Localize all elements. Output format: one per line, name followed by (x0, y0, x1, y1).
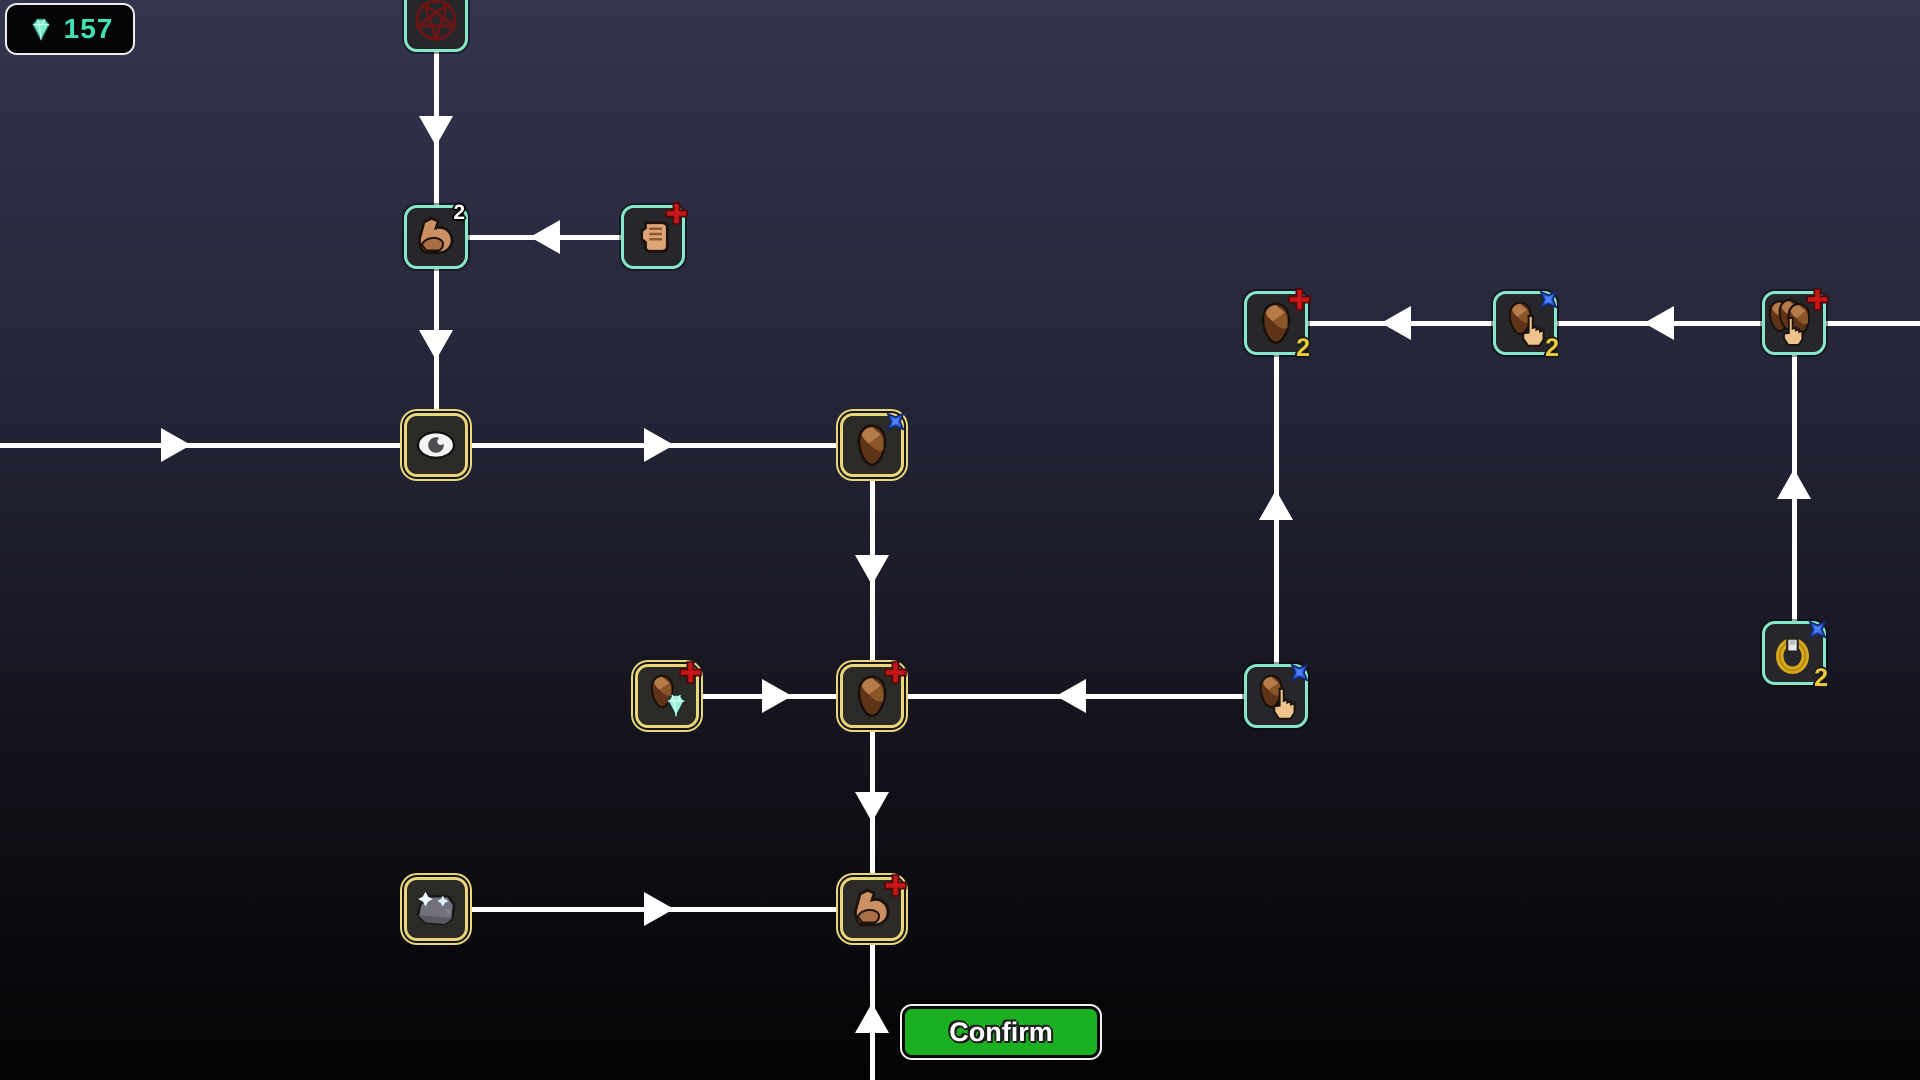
hand-to-hair-add-arrow-left-icon (1056, 679, 1086, 713)
confirm-button[interactable]: Confirm (900, 1004, 1102, 1060)
bicep-add-node[interactable] (840, 874, 907, 941)
hair-icon (848, 421, 896, 469)
hair-stack-icon (1769, 299, 1818, 347)
hair-icon (848, 672, 896, 720)
count-badge: 2 (1545, 334, 1559, 362)
strength-to-eye-arrow-down-icon (419, 330, 453, 360)
offscreen-to-eye-arrow-right-icon (161, 428, 191, 462)
rock-icon (412, 885, 460, 933)
bicep-icon (848, 885, 896, 933)
add-badge-icon (1287, 287, 1312, 312)
offscreen-to-eye-line (0, 442, 403, 448)
hair-hand-icon (1501, 299, 1549, 347)
hand-to-hair-add-2-arrow-up-icon (1259, 490, 1293, 520)
add-badge-icon (1805, 287, 1830, 312)
hair-add-to-bicep-arrow-down-icon (855, 792, 889, 822)
hair-gem-to-hair-add-arrow-right-icon (762, 679, 792, 713)
hair-remove-node[interactable] (840, 412, 905, 477)
remove-badge-icon (883, 409, 908, 434)
stack-to-hand2-arrow-left-icon (1644, 306, 1674, 340)
stack-to-right-edge-line (1823, 320, 1920, 326)
rock-node[interactable] (404, 877, 468, 941)
pentagram-node[interactable] (404, 0, 468, 52)
remove-badge-icon (1805, 617, 1830, 642)
strength-level-2-node[interactable]: 2 (404, 201, 468, 269)
ring-remove-2-node[interactable]: 2 (1762, 620, 1828, 691)
remove-badge-icon (1287, 660, 1312, 685)
eye-icon (412, 421, 460, 469)
currency-amount: 157 (63, 13, 114, 44)
hand2-to-hair-add-2-arrow-left-icon (1381, 306, 1411, 340)
hair-hand-remove-2-node[interactable]: 2 (1493, 290, 1559, 361)
bottom-to-bicep-arrow-up-icon (855, 1003, 889, 1033)
fist-to-strength-arrow-left-icon (530, 220, 560, 254)
count-badge: 2 (453, 201, 465, 224)
eye-node[interactable] (404, 413, 468, 477)
hair-gem-icon (643, 672, 691, 720)
hair-hand-icon (1252, 672, 1300, 720)
rock-to-bicep-arrow-right-icon (644, 892, 674, 926)
remove-badge-icon (1536, 287, 1561, 312)
count-badge: 2 (1296, 334, 1310, 362)
hair-stack-add-node[interactable] (1762, 288, 1829, 355)
hair-hand-remove-node[interactable] (1244, 663, 1309, 728)
fist-add-node[interactable] (621, 202, 688, 269)
add-badge-icon (678, 660, 703, 685)
bicep-icon (412, 213, 460, 261)
hair-icon (1252, 299, 1300, 347)
hair-add-2-node[interactable]: 2 (1244, 288, 1311, 361)
add-badge-icon (883, 660, 908, 685)
pentagram-icon (412, 0, 460, 44)
count-badge: 2 (1814, 664, 1828, 692)
currency-counter: 157 (5, 3, 135, 55)
hair-gem-add-node[interactable] (635, 661, 702, 728)
eye-to-hair-remove-arrow-right-icon (644, 428, 674, 462)
hair-remove-to-hair-add-arrow-down-icon (855, 555, 889, 585)
pentagram-to-strength-arrow-down-icon (419, 116, 453, 146)
ring-to-stack-arrow-up-icon (1777, 469, 1811, 499)
confirm-label: Confirm (949, 1016, 1053, 1047)
add-badge-icon (883, 873, 908, 898)
ring-icon (1770, 629, 1818, 677)
fist-icon (629, 213, 677, 261)
hair-add-node[interactable] (840, 661, 907, 728)
add-badge-icon (664, 201, 689, 226)
gem-icon (31, 18, 50, 41)
